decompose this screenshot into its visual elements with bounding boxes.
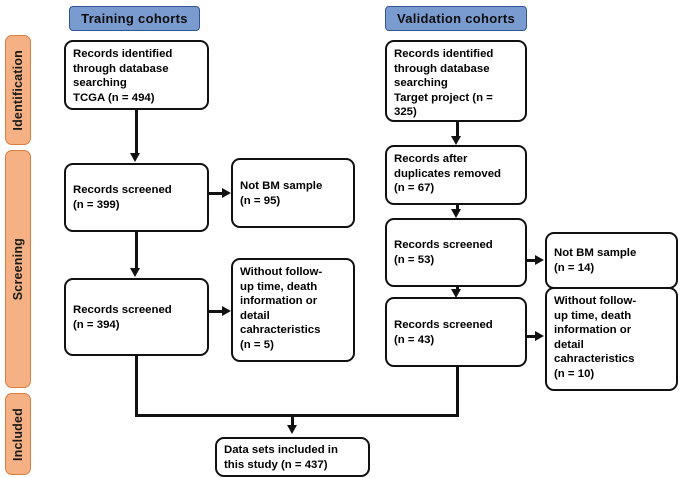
arrowhead-validation-screened2 [451, 289, 461, 298]
node-validation-excluded-without-followup: Without follow- up time, death informati… [545, 287, 678, 391]
node-validation-screened-1: Records screened (n = 53) [385, 218, 527, 287]
connector-training-screened2-to-junction [135, 356, 138, 417]
stage-label-screening: Screening [5, 150, 31, 388]
connector-training-identified-to-screened1 [135, 110, 138, 154]
node-validation-excluded-not-bm-sample: Not BM sample (n = 14) [545, 232, 678, 289]
connector-validation-screened1-to-excluded1 [527, 259, 536, 262]
node-training-excluded-not-bm-sample: Not BM sample (n = 95) [231, 158, 355, 228]
cohort-header-training: Training cohorts [69, 6, 200, 31]
connector-training-screened1-to-excluded1 [209, 192, 224, 195]
connector-bottom-junction-bar [135, 414, 459, 417]
arrowhead-training-excluded1 [222, 188, 231, 198]
arrowhead-final-included [286, 425, 297, 434]
arrowhead-training-screened1 [130, 153, 140, 162]
arrowhead-validation-excluded1 [535, 255, 544, 265]
node-validation-screened-2: Records screened (n = 43) [385, 297, 527, 367]
node-final-included: Data sets included in this study (n = 43… [215, 437, 370, 477]
stage-label-identification: Identification [5, 35, 31, 145]
arrowhead-training-screened2 [130, 268, 140, 277]
node-validation-identified: Records identified through database sear… [385, 40, 527, 122]
connector-validation-screened2-to-junction [456, 367, 459, 417]
node-validation-duplicates-removed: Records after duplicates removed (n = 67… [385, 145, 527, 205]
connector-validation-identified-to-dedup [456, 122, 459, 138]
connector-training-screened1-to-screened2 [135, 232, 138, 269]
connector-validation-screened2-to-excluded2 [527, 335, 536, 338]
stage-label-identification-text: Identification [11, 49, 25, 131]
arrowhead-training-excluded2 [222, 306, 231, 316]
node-training-identified: Records identified through database sear… [64, 40, 209, 110]
node-training-screened-1: Records screened (n = 399) [64, 163, 209, 232]
connector-training-screened2-to-excluded2 [209, 310, 224, 313]
arrowhead-validation-dedup [451, 136, 461, 145]
stage-label-included-text: Included [11, 407, 25, 461]
cohort-header-validation: Validation cohorts [385, 6, 527, 31]
stage-label-screening-text: Screening [11, 237, 25, 301]
node-training-excluded-without-followup: Without follow- up time, death informati… [231, 258, 355, 362]
node-training-screened-2: Records screened (n = 394) [64, 278, 209, 356]
connector-validation-dedup-to-screened1 [456, 205, 459, 211]
stage-label-included: Included [5, 393, 31, 475]
arrowhead-validation-screened1 [451, 209, 461, 218]
connector-junction-to-final [291, 414, 294, 427]
arrowhead-validation-excluded2 [535, 331, 544, 341]
